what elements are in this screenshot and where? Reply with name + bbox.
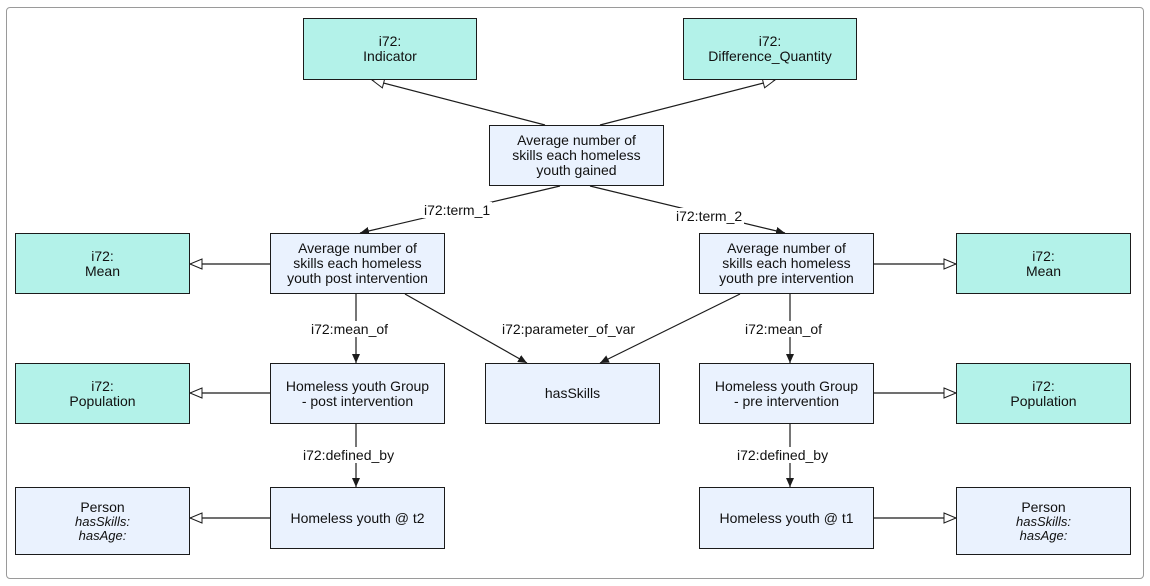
node-population-left[interactable]: i72: Population [15, 363, 190, 424]
node-person-left[interactable]: Person hasSkills: hasAge: [15, 487, 190, 555]
node-indicator-line-2: Indicator [363, 48, 417, 64]
node-person-right-title: Person [1021, 498, 1066, 515]
node-avg-post[interactable]: Average number of skills each homeless y… [270, 233, 445, 294]
node-person-left-title: Person [80, 498, 125, 515]
edge-label-defined-by-left: i72:defined_by [301, 447, 397, 463]
node-avg-gained-line-3: youth gained [536, 162, 617, 178]
node-group-post[interactable]: Homeless youth Group - post intervention [270, 363, 445, 424]
node-pop-right-line-2: Population [1010, 392, 1077, 409]
edge-gained-to-indicator [372, 80, 546, 126]
node-pop-right-line-1: i72: [1032, 377, 1055, 394]
node-population-right[interactable]: i72: Population [956, 363, 1131, 424]
edge-pre-to-hasskills [599, 293, 741, 364]
node-avg-pre[interactable]: Average number of skills each homeless y… [699, 233, 874, 294]
node-avg-gained[interactable]: Average number of skills each homeless y… [489, 125, 664, 186]
node-group-post-line-2: - post intervention [301, 392, 414, 409]
node-mean-left-line-1: i72: [91, 247, 114, 264]
node-avg-gained-line-1: Average number of [517, 132, 636, 148]
node-group-pre[interactable]: Homeless youth Group - pre intervention [699, 363, 874, 424]
edge-label-term-2: i72:term_2 [674, 208, 745, 224]
node-has-skills-label: hasSkills [544, 385, 601, 401]
node-indicator[interactable]: i72: Indicator [303, 18, 477, 80]
node-group-pre-line-1: Homeless youth Group [714, 377, 859, 394]
node-youth-t2[interactable]: Homeless youth @ t2 [270, 487, 445, 549]
node-group-post-line-1: Homeless youth Group [285, 377, 430, 394]
edge-gained-to-difference [599, 80, 775, 126]
node-avg-pre-line-3: youth pre intervention [719, 270, 854, 286]
node-difference-line-1: i72: [758, 33, 782, 49]
node-indicator-line-1: i72: [378, 33, 402, 49]
node-person-left-attr-1: hasSkills: [75, 513, 130, 529]
node-avg-pre-line-1: Average number of [727, 240, 846, 256]
node-youth-t1-label: Homeless youth @ t1 [719, 509, 854, 526]
node-person-right[interactable]: Person hasSkills: hasAge: [956, 487, 1131, 555]
node-difference-line-2: Difference_Quantity [708, 48, 832, 64]
node-mean-right-line-1: i72: [1032, 247, 1055, 264]
node-mean-left[interactable]: i72: Mean [15, 233, 190, 294]
node-avg-post-line-3: youth post intervention [287, 270, 428, 286]
edge-label-term-1: i72:term_1 [422, 202, 493, 218]
diagram-frame [6, 7, 1144, 579]
node-avg-post-line-1: Average number of [298, 240, 417, 256]
edge-label-mean-of-right: i72:mean_of [743, 321, 825, 337]
node-pop-left-line-2: Population [69, 392, 136, 409]
node-avg-post-line-2: skills each homeless [293, 255, 422, 271]
node-person-right-attr-2: hasAge: [1019, 527, 1068, 543]
node-person-left-attr-2: hasAge: [78, 527, 127, 543]
node-mean-left-line-2: Mean [84, 262, 121, 279]
edge-label-mean-of-left: i72:mean_of [309, 321, 391, 337]
node-difference-quantity[interactable]: i72: Difference_Quantity [683, 18, 857, 80]
node-mean-right[interactable]: i72: Mean [956, 233, 1131, 294]
node-youth-t2-label: Homeless youth @ t2 [290, 509, 425, 526]
node-youth-t1[interactable]: Homeless youth @ t1 [699, 487, 874, 549]
node-has-skills[interactable]: hasSkills [485, 363, 660, 424]
node-avg-gained-line-2: skills each homeless [512, 147, 641, 163]
edge-label-parameter-of-var: i72:parameter_of_var [500, 321, 638, 337]
node-person-right-attr-1: hasSkills: [1016, 513, 1071, 529]
edge-post-to-hasskills [404, 293, 528, 364]
node-group-pre-line-2: - pre intervention [733, 392, 840, 409]
edge-label-defined-by-right: i72:defined_by [735, 447, 831, 463]
node-avg-pre-line-2: skills each homeless [722, 255, 851, 271]
node-pop-left-line-1: i72: [91, 377, 114, 394]
node-mean-right-line-2: Mean [1025, 262, 1062, 279]
